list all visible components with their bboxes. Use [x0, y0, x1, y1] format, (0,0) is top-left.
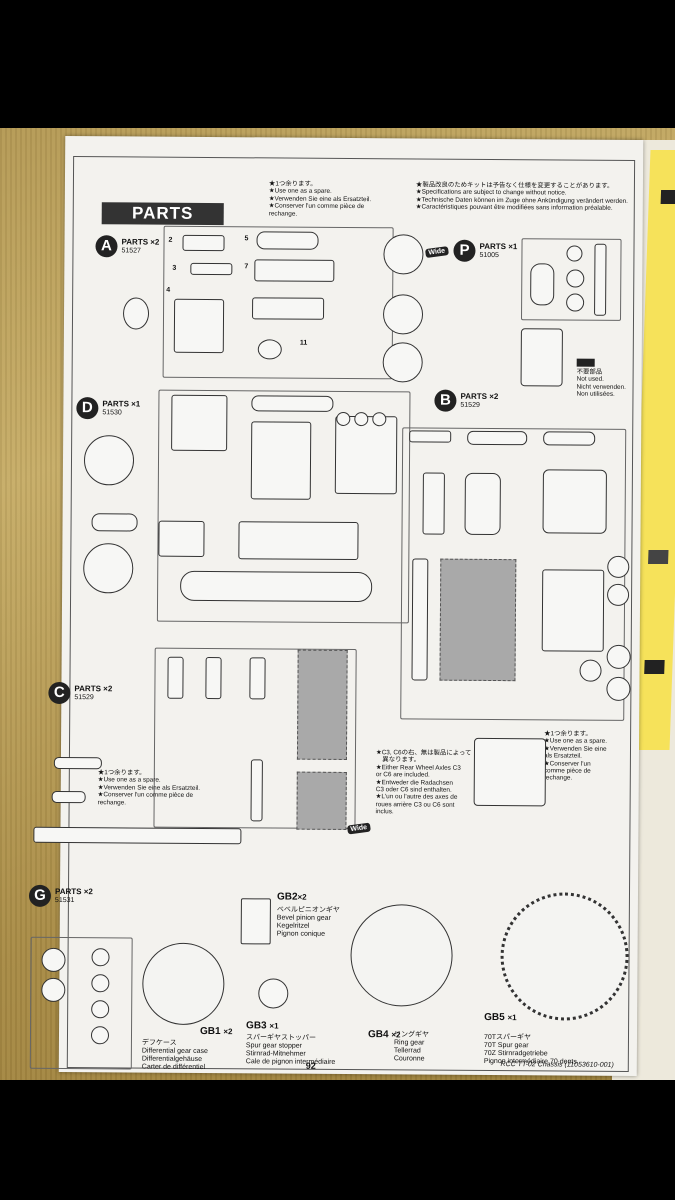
tree-a-hub-part — [122, 297, 150, 330]
gb3-text: スパーギヤストッパー Spur gear stopper Stirnrad-Mi… — [245, 1034, 336, 1066]
gb4-ring-gear — [350, 904, 453, 1007]
tree-b-clip-a — [607, 555, 630, 578]
tree-c-label: PARTS ×2 — [74, 683, 113, 693]
page-number: 92 — [305, 1060, 316, 1071]
spec-change-note: ★製品改良のためキットは予告なく仕様を変更することがあります。 ★Specifi… — [415, 181, 629, 213]
tree-g-code: 51531 — [54, 896, 75, 904]
page-title: PARTS — [101, 202, 224, 226]
tree-c-axle-a — [53, 756, 102, 770]
gb2-text: ベベルピニオンギヤ Bevel pinion gear Kegelritzel … — [276, 906, 340, 938]
tree-p-label: PARTS ×1 — [479, 241, 518, 251]
spare-note-c: ★1つ余ります。 ★Use one as a spare. ★Verwenden… — [97, 769, 201, 807]
gb2-bevel-pinion — [240, 898, 271, 945]
gb1-diff-case — [142, 942, 225, 1026]
tree-b-label: PARTS ×2 — [460, 391, 499, 401]
tree-p-code: 51005 — [479, 251, 499, 259]
gb4-text: リングギヤ Ring gear Tellerrad Couronne — [393, 1031, 430, 1063]
tree-b-frame — [400, 427, 627, 721]
tree-a-wheel-13 — [383, 234, 424, 275]
tree-b-washer-b — [606, 676, 631, 701]
tree-d-servo-saver — [83, 435, 135, 486]
tree-d-code: 51530 — [102, 408, 122, 416]
tree-letter-c: C — [48, 681, 71, 705]
not-used-marker — [576, 358, 595, 367]
tree-d-frame — [156, 389, 411, 624]
tree-letter-p: P — [453, 239, 476, 262]
tree-d-nut-14b — [354, 412, 369, 427]
tree-p-frame — [520, 238, 622, 321]
tree-letter-b: B — [434, 389, 457, 412]
tree-b-code: 51529 — [460, 401, 480, 409]
tree-d-nut-14a — [336, 411, 351, 426]
tree-b-hub-carrier — [473, 737, 547, 807]
tree-letter-a: A — [95, 235, 118, 258]
tree-d-arm — [91, 513, 138, 532]
tree-p-header: P PARTS ×1 51005 — [453, 239, 518, 262]
tree-c-long-bar — [33, 826, 242, 845]
gb1-code: GB1 ×2 — [199, 1025, 233, 1038]
axle-variant-note: ★C3, C6の右、無は製品によって 異なります。 ★Either Rear W… — [375, 749, 472, 816]
tree-g-frame — [29, 936, 133, 1070]
tree-a-wheel-14a — [382, 294, 424, 335]
tree-a-code: 51527 — [121, 246, 141, 255]
sheet-border: PARTS ★1つ余ります。 ★Use one as a spare. ★Ver… — [28, 156, 636, 1072]
parts-sheet: PARTS ★1つ余ります。 ★Use one as a spare. ★Ver… — [28, 135, 644, 1077]
tree-g-header: G PARTS ×2 51531 — [28, 884, 93, 907]
tree-c-code: 51529 — [74, 693, 94, 701]
wide-badge-c: Wide — [346, 822, 371, 835]
gb3-code: GB3 ×1 — [246, 1020, 279, 1032]
tree-b-header: B PARTS ×2 51529 — [434, 389, 499, 412]
tree-b-washer-a — [606, 644, 631, 669]
spare-note-top: ★1つ余ります。 ★Use one as a spare. ★Verwenden… — [268, 180, 372, 218]
tree-b-upright-17 — [520, 328, 563, 387]
gb1-text: デフケース Differential gear case Differentia… — [141, 1039, 208, 1071]
tree-g-label: PARTS ×2 — [54, 886, 93, 896]
tree-letter-g: G — [28, 884, 52, 907]
not-used-note: 不要部品 Not used. Nicht verwenden. Non util… — [576, 368, 626, 399]
tree-a-wheel-14b — [382, 342, 423, 383]
tree-c-header: C PARTS ×2 51529 — [48, 681, 113, 705]
gb2-code: GB2×2 — [276, 891, 307, 903]
tree-d-nut-14c — [372, 412, 387, 427]
gb5-code: GB5 ×1 — [484, 1011, 517, 1024]
tree-a-header: A PARTS ×2 51527 — [95, 235, 160, 258]
spare-note-b: ★1つ余ります。 ★Use one as a spare. ★Verwenden… — [543, 730, 608, 782]
tree-letter-d: D — [76, 397, 99, 420]
gb3-spur-stopper — [258, 978, 289, 1009]
gb5-spur-gear — [500, 892, 630, 1021]
tree-a-label: PARTS ×2 — [121, 236, 160, 247]
manual-footer: RCC TT-02 Chassis (11053610-001) — [500, 1061, 614, 1069]
tree-d-label: PARTS ×1 — [102, 398, 141, 409]
wide-badge-a: Wide — [424, 246, 449, 259]
tree-d-pulley — [83, 543, 134, 594]
tree-d-header: D PARTS ×1 51530 — [76, 397, 141, 420]
tree-c-axle-b — [51, 790, 86, 804]
tree-b-clip-b — [607, 583, 630, 606]
